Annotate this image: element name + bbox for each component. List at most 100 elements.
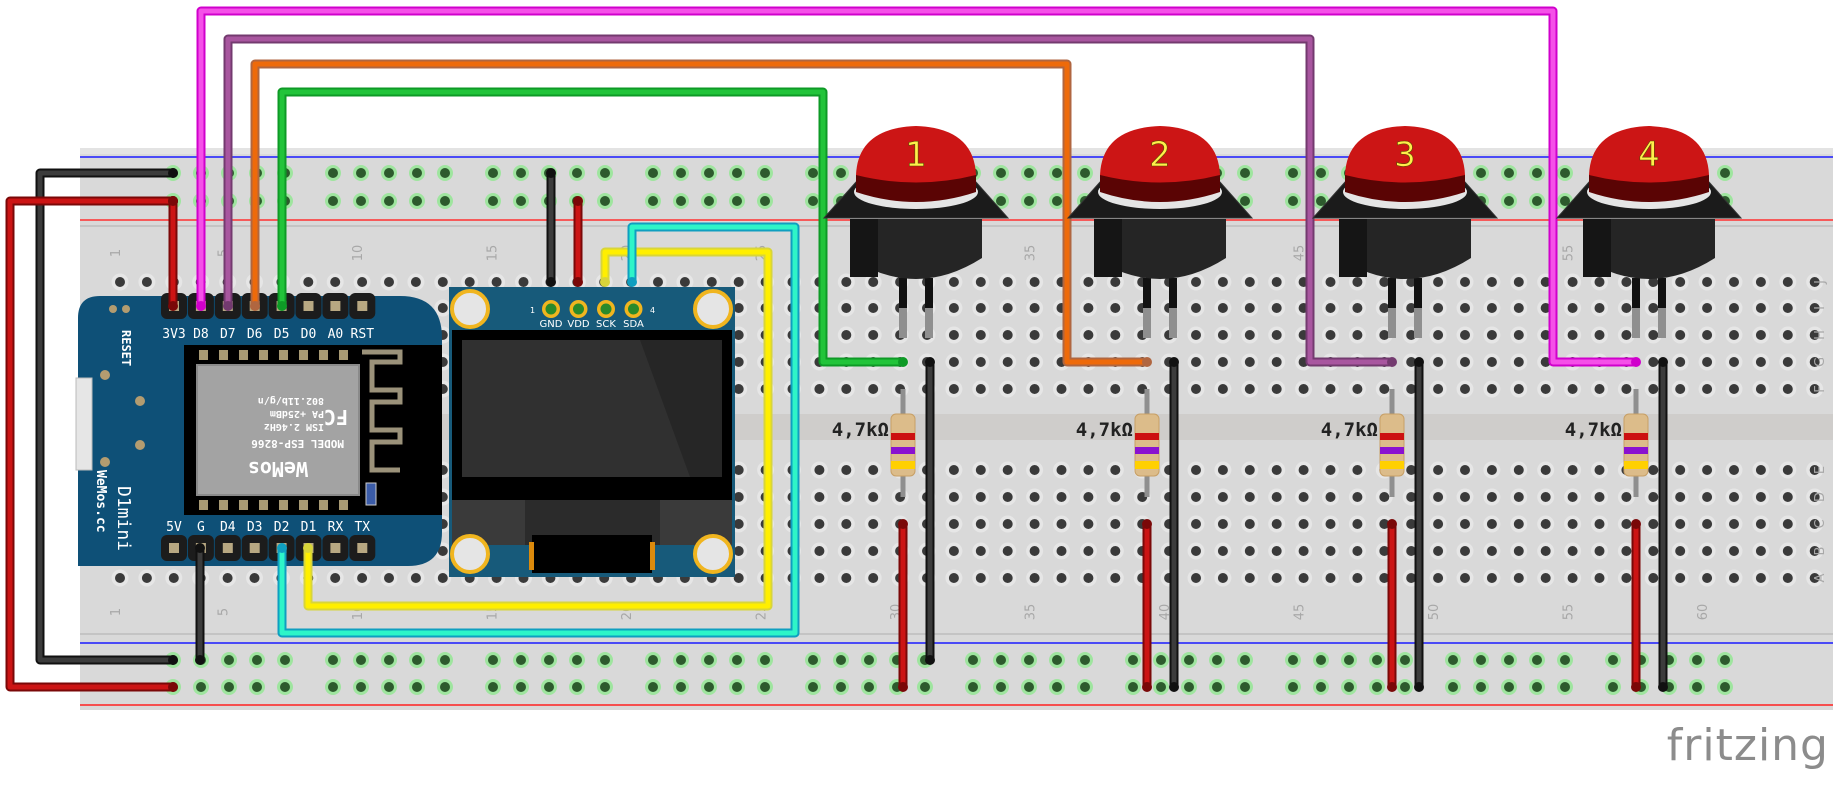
breadboard-hole[interactable] <box>1406 519 1417 529</box>
breadboard-hole[interactable] <box>841 519 852 529</box>
breadboard-hole[interactable] <box>1513 303 1524 313</box>
breadboard-hole[interactable] <box>1083 330 1094 340</box>
breadboard-hole[interactable] <box>1809 519 1820 529</box>
breadboard-hole[interactable] <box>1298 546 1309 556</box>
button-cap[interactable] <box>856 126 976 183</box>
breadboard-hole[interactable] <box>410 277 421 287</box>
breadboard-hole[interactable] <box>1621 303 1632 313</box>
breadboard-hole[interactable] <box>1460 357 1470 367</box>
breadboard-hole[interactable] <box>1002 330 1013 340</box>
wire-oled-vdd-end[interactable] <box>573 277 583 287</box>
breadboard-hole[interactable] <box>1406 357 1417 367</box>
wire-d7-button3-end[interactable] <box>1387 357 1397 367</box>
breadboard-hole[interactable] <box>948 546 959 556</box>
rail-hole[interactable] <box>1288 655 1298 665</box>
breadboard-hole[interactable] <box>384 277 394 287</box>
breadboard-hole[interactable] <box>1729 303 1739 313</box>
breadboard-hole[interactable] <box>1029 303 1040 313</box>
breadboard-hole[interactable] <box>733 330 744 340</box>
breadboard-hole[interactable] <box>1621 573 1632 583</box>
rail-hole[interactable] <box>1476 682 1486 692</box>
rail-hole[interactable] <box>516 655 526 665</box>
rail-hole[interactable] <box>1316 196 1326 206</box>
breadboard-hole[interactable] <box>1675 277 1686 287</box>
breadboard-hole[interactable] <box>948 573 959 583</box>
rail-hole[interactable] <box>968 682 978 692</box>
breadboard-hole[interactable] <box>1433 330 1444 340</box>
breadboard-hole[interactable] <box>1002 384 1013 394</box>
wire-gnd-end[interactable] <box>195 543 205 553</box>
breadboard-hole[interactable] <box>733 519 744 529</box>
breadboard-hole[interactable] <box>1702 357 1713 367</box>
rail-hole[interactable] <box>1344 655 1354 665</box>
breadboard-hole[interactable] <box>222 573 233 583</box>
pushbutton-3[interactable]: 3 <box>1311 126 1499 338</box>
breadboard-hole[interactable] <box>1379 277 1390 287</box>
breadboard-hole[interactable] <box>1244 303 1255 313</box>
rail-hole[interactable] <box>488 168 498 178</box>
breadboard-hole[interactable] <box>1729 519 1739 529</box>
rail-hole[interactable] <box>1560 682 1570 692</box>
rail-hole[interactable] <box>1448 682 1458 692</box>
breadboard-hole[interactable] <box>1083 303 1094 313</box>
breadboard-hole[interactable] <box>1648 330 1659 340</box>
wire-d7-button3-end[interactable] <box>223 301 233 311</box>
rail-hole[interactable] <box>676 682 686 692</box>
breadboard-hole[interactable] <box>1325 573 1336 583</box>
breadboard-hole[interactable] <box>868 330 879 340</box>
rail-hole[interactable] <box>440 196 450 206</box>
ground-rail-jumper-end[interactable] <box>168 168 178 178</box>
breadboard-hole[interactable] <box>1056 465 1067 475</box>
breadboard-hole[interactable] <box>1782 519 1793 529</box>
rail-hole[interactable] <box>328 196 338 206</box>
breadboard-hole[interactable] <box>1540 357 1551 367</box>
rail-hole[interactable] <box>328 655 338 665</box>
rail-hole[interactable] <box>808 168 818 178</box>
wire-button-ground-2-end[interactable] <box>1169 682 1179 692</box>
rail-hole[interactable] <box>412 196 422 206</box>
wemos-d1-mini[interactable]: RESET D1mini WeMos.cc MODEL ESP-8266 ISM… <box>75 293 442 566</box>
breadboard-hole[interactable] <box>1513 277 1524 287</box>
breadboard-hole[interactable] <box>1809 330 1820 340</box>
rail-hole[interactable] <box>704 196 714 206</box>
breadboard-hole[interactable] <box>1029 519 1040 529</box>
wire-pullup-power-2-end[interactable] <box>1142 682 1152 692</box>
rail-hole[interactable] <box>488 682 498 692</box>
breadboard-hole[interactable] <box>1567 546 1578 556</box>
rail-hole[interactable] <box>1240 682 1250 692</box>
breadboard-hole[interactable] <box>1002 546 1013 556</box>
breadboard-hole[interactable] <box>1271 303 1282 313</box>
rail-hole[interactable] <box>1532 196 1542 206</box>
breadboard-hole[interactable] <box>1755 465 1766 475</box>
wire-pullup-power-1-end[interactable] <box>898 682 908 692</box>
breadboard-hole[interactable] <box>1325 519 1336 529</box>
breadboard-hole[interactable] <box>1379 330 1390 340</box>
breadboard-hole[interactable] <box>1567 492 1578 502</box>
breadboard-hole[interactable] <box>653 277 663 287</box>
rail-hole[interactable] <box>676 168 686 178</box>
breadboard-hole[interactable] <box>1782 492 1793 502</box>
rail-hole[interactable] <box>1400 682 1410 692</box>
rail-hole[interactable] <box>648 168 658 178</box>
rail-hole[interactable] <box>1156 682 1166 692</box>
breadboard-hole[interactable] <box>975 492 986 502</box>
breadboard-hole[interactable] <box>1406 573 1417 583</box>
rail-hole[interactable] <box>328 168 338 178</box>
breadboard-hole[interactable] <box>1460 573 1470 583</box>
breadboard-hole[interactable] <box>1702 384 1713 394</box>
breadboard-hole[interactable] <box>1110 492 1121 502</box>
rail-hole[interactable] <box>996 682 1006 692</box>
breadboard-hole[interactable] <box>1782 465 1793 475</box>
breadboard-hole[interactable] <box>975 384 986 394</box>
rail-hole[interactable] <box>1024 168 1034 178</box>
breadboard-hole[interactable] <box>141 277 152 287</box>
breadboard-hole[interactable] <box>948 357 959 367</box>
breadboard-hole[interactable] <box>1352 303 1363 313</box>
breadboard-hole[interactable] <box>141 573 152 583</box>
breadboard-hole[interactable] <box>1729 465 1739 475</box>
breadboard-hole[interactable] <box>1379 519 1390 529</box>
breadboard-hole[interactable] <box>1594 303 1605 313</box>
rail-hole[interactable] <box>440 168 450 178</box>
breadboard-hole[interactable] <box>1782 303 1793 313</box>
breadboard-hole[interactable] <box>868 492 879 502</box>
